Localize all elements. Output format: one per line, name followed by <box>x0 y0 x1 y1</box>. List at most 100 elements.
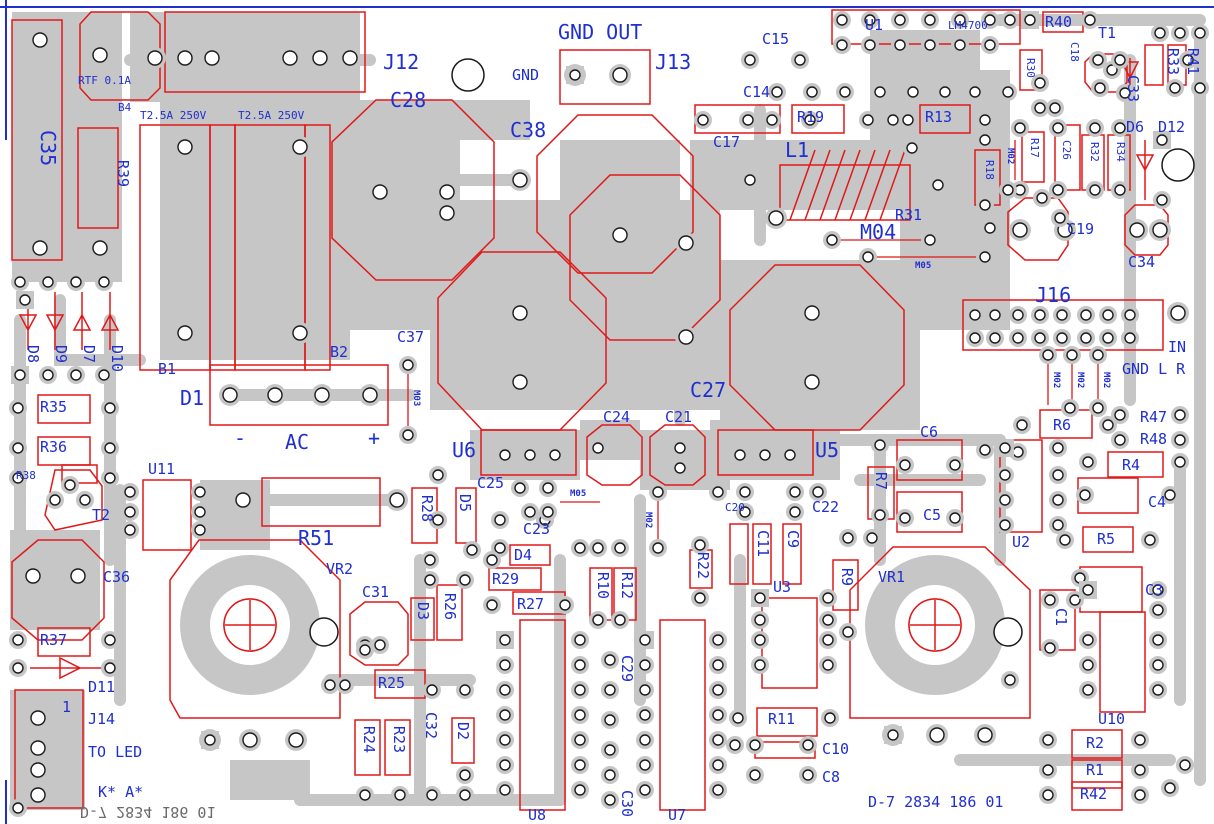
pad-hole <box>1102 332 1114 344</box>
pad-hole <box>204 734 216 746</box>
pad-hole <box>614 542 626 554</box>
c26-label: C26 <box>1060 140 1073 160</box>
pad-hole <box>486 554 498 566</box>
pad-hole <box>222 387 238 403</box>
pad-hole <box>402 429 414 441</box>
pad-hole <box>1036 192 1048 204</box>
pad-hole <box>979 114 991 126</box>
pad-hole <box>1092 54 1104 66</box>
pad-hole <box>906 142 918 154</box>
c11-label: C11 <box>754 530 772 558</box>
r4-label: R4 <box>1122 456 1141 474</box>
pad-hole <box>486 599 498 611</box>
pad-hole <box>92 47 108 63</box>
pad-hole <box>592 614 604 626</box>
d1-label: D1 <box>180 386 205 410</box>
pad-hole <box>749 769 761 781</box>
pad-hole <box>1114 434 1126 446</box>
pad-hole <box>759 449 771 461</box>
pad-hole <box>824 712 836 724</box>
c21-label: C21 <box>665 408 693 426</box>
pad-hole <box>1034 77 1046 89</box>
pad-hole <box>969 86 981 98</box>
pad-hole <box>812 486 824 498</box>
r6-label: R6 <box>1053 416 1072 434</box>
pad-hole <box>1082 634 1094 646</box>
gnd-l-r-label: GND L R <box>1122 360 1186 378</box>
pad-hole <box>12 442 24 454</box>
pad-hole <box>292 139 308 155</box>
pad-hole <box>1059 534 1071 546</box>
pad-hole <box>899 459 911 471</box>
pad-hole <box>1094 82 1106 94</box>
pad-hole <box>862 251 874 263</box>
pad-hole <box>1079 489 1091 501</box>
pad-hole <box>124 524 136 536</box>
pad-hole <box>979 251 991 263</box>
pad-hole <box>426 789 438 801</box>
pad-hole <box>98 369 110 381</box>
pad-hole <box>324 679 336 691</box>
r39-label: R39 <box>114 160 132 188</box>
u7-label: U7 <box>668 806 687 824</box>
pad-hole <box>639 759 651 771</box>
pad-hole <box>1024 14 1036 26</box>
pad-hole <box>674 462 686 474</box>
pad-hole <box>70 369 82 381</box>
pad-hole <box>574 659 586 671</box>
pad-hole <box>1054 212 1066 224</box>
pad-hole <box>124 486 136 498</box>
pad-hole <box>924 39 936 51</box>
pad-hole <box>1069 594 1081 606</box>
pad-hole <box>999 494 1011 506</box>
pad-hole <box>19 294 31 306</box>
c19-label: C19 <box>1067 220 1095 238</box>
r9-label: R9 <box>838 568 856 587</box>
pad-hole <box>999 519 1011 531</box>
m02-label-r2: M02 <box>1075 372 1085 389</box>
pad-hole <box>194 486 206 498</box>
pad-hole <box>569 69 581 81</box>
pad-hole <box>312 50 328 66</box>
ac-plus-label: + <box>368 426 381 450</box>
pad-hole <box>694 539 706 551</box>
pad-hole <box>712 659 724 671</box>
pad-hole <box>694 592 706 604</box>
r32-label: R32 <box>1088 142 1101 162</box>
pad-hole <box>459 769 471 781</box>
pad-hole <box>1152 604 1164 616</box>
pad-hole <box>1134 789 1146 801</box>
pad-hole <box>25 568 41 584</box>
c24-label: C24 <box>603 408 631 426</box>
pad-hole <box>1154 27 1166 39</box>
pad-hole <box>842 626 854 638</box>
c30-label: C30 <box>618 790 636 818</box>
c33-label: C33 <box>1124 75 1142 103</box>
pad-hole <box>887 729 899 741</box>
pad-hole <box>14 276 26 288</box>
pad-hole <box>592 442 604 454</box>
pad-hole <box>954 39 966 51</box>
r1-label: R1 <box>1086 761 1105 779</box>
pad-hole <box>902 114 914 126</box>
pad-hole <box>1034 309 1046 321</box>
c17-label: C17 <box>713 133 741 151</box>
pad-hole <box>339 679 351 691</box>
pad-hole <box>639 734 651 746</box>
u3-label: U3 <box>773 578 792 596</box>
pad-hole <box>1156 194 1168 206</box>
pad-hole <box>989 332 1001 344</box>
pad-hole <box>459 789 471 801</box>
pad-hole <box>1129 222 1145 238</box>
r5-label: R5 <box>1097 530 1116 548</box>
pad-hole <box>524 449 536 461</box>
pad-hole <box>894 14 906 26</box>
pad-hole <box>712 734 724 746</box>
pad-hole <box>754 592 766 604</box>
d8-label: D8 <box>24 345 42 364</box>
pot-crosses-top <box>223 598 962 652</box>
pad-hole <box>1056 332 1068 344</box>
pad-hole <box>754 659 766 671</box>
pad-hole <box>842 532 854 544</box>
pad-hole <box>652 542 664 554</box>
